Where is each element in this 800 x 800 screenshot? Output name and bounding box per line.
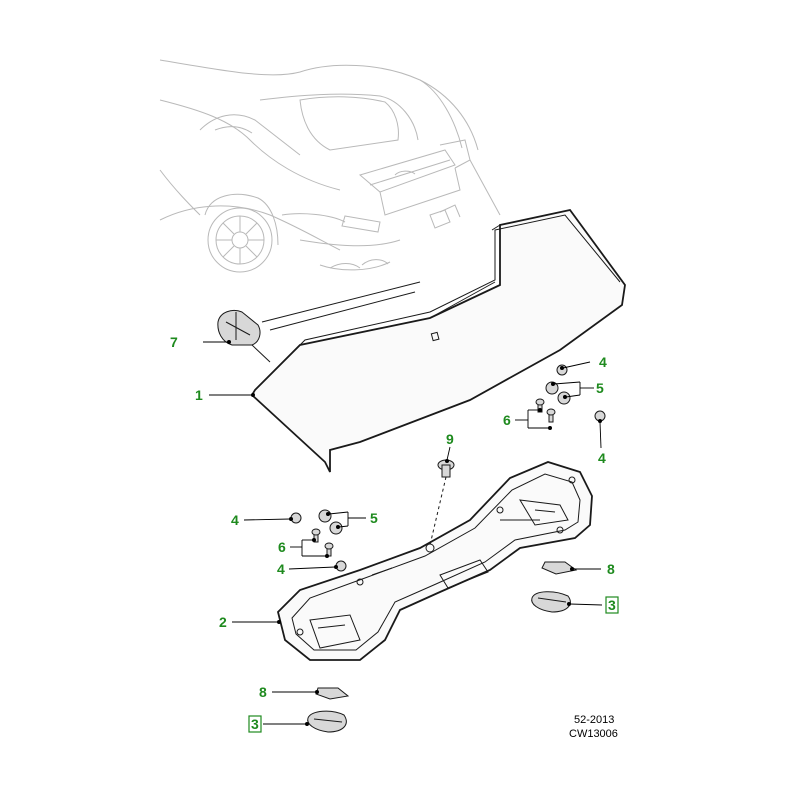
rear-spoiler-part — [250, 208, 626, 473]
spoiler-carrier-bracket-part — [277, 461, 593, 661]
fasteners-right-group — [535, 364, 606, 423]
callout-6-right: 6 — [503, 412, 511, 428]
callout-4-bottom: 4 — [277, 561, 285, 577]
callout-8-right: 8 — [607, 561, 615, 577]
leader-lines — [203, 340, 603, 726]
callout-4-right: 4 — [598, 450, 606, 466]
callout-6-left: 6 — [278, 539, 286, 555]
fasteners-left-group — [290, 509, 347, 572]
callout-3-right-box — [605, 596, 619, 614]
callout-3-left-box — [248, 715, 262, 733]
callout-5-left: 5 — [370, 510, 378, 526]
screw-part-9 — [429, 459, 455, 546]
reference-code: 52-2013 — [574, 714, 614, 726]
pad-part-3-left — [307, 710, 347, 733]
camera-cover-part-7 — [217, 309, 271, 363]
pad-part-8-right — [541, 561, 578, 575]
callout-9: 9 — [446, 431, 454, 447]
callout-4-top: 4 — [599, 354, 607, 370]
callout-7: 7 — [170, 334, 178, 350]
callout-5-right: 5 — [596, 380, 604, 396]
callout-8-left: 8 — [259, 684, 267, 700]
reference-id: CW13006 — [569, 728, 618, 740]
pad-part-8-left — [315, 687, 350, 700]
callout-3-right: 3 — [608, 597, 616, 613]
callout-1: 1 — [195, 387, 203, 403]
callout-4-left: 4 — [231, 512, 239, 528]
callout-2: 2 — [219, 614, 227, 630]
callout-3-left: 3 — [251, 716, 259, 732]
pad-part-3-right — [531, 591, 571, 613]
car-rear-ghost-illustration — [159, 59, 501, 273]
